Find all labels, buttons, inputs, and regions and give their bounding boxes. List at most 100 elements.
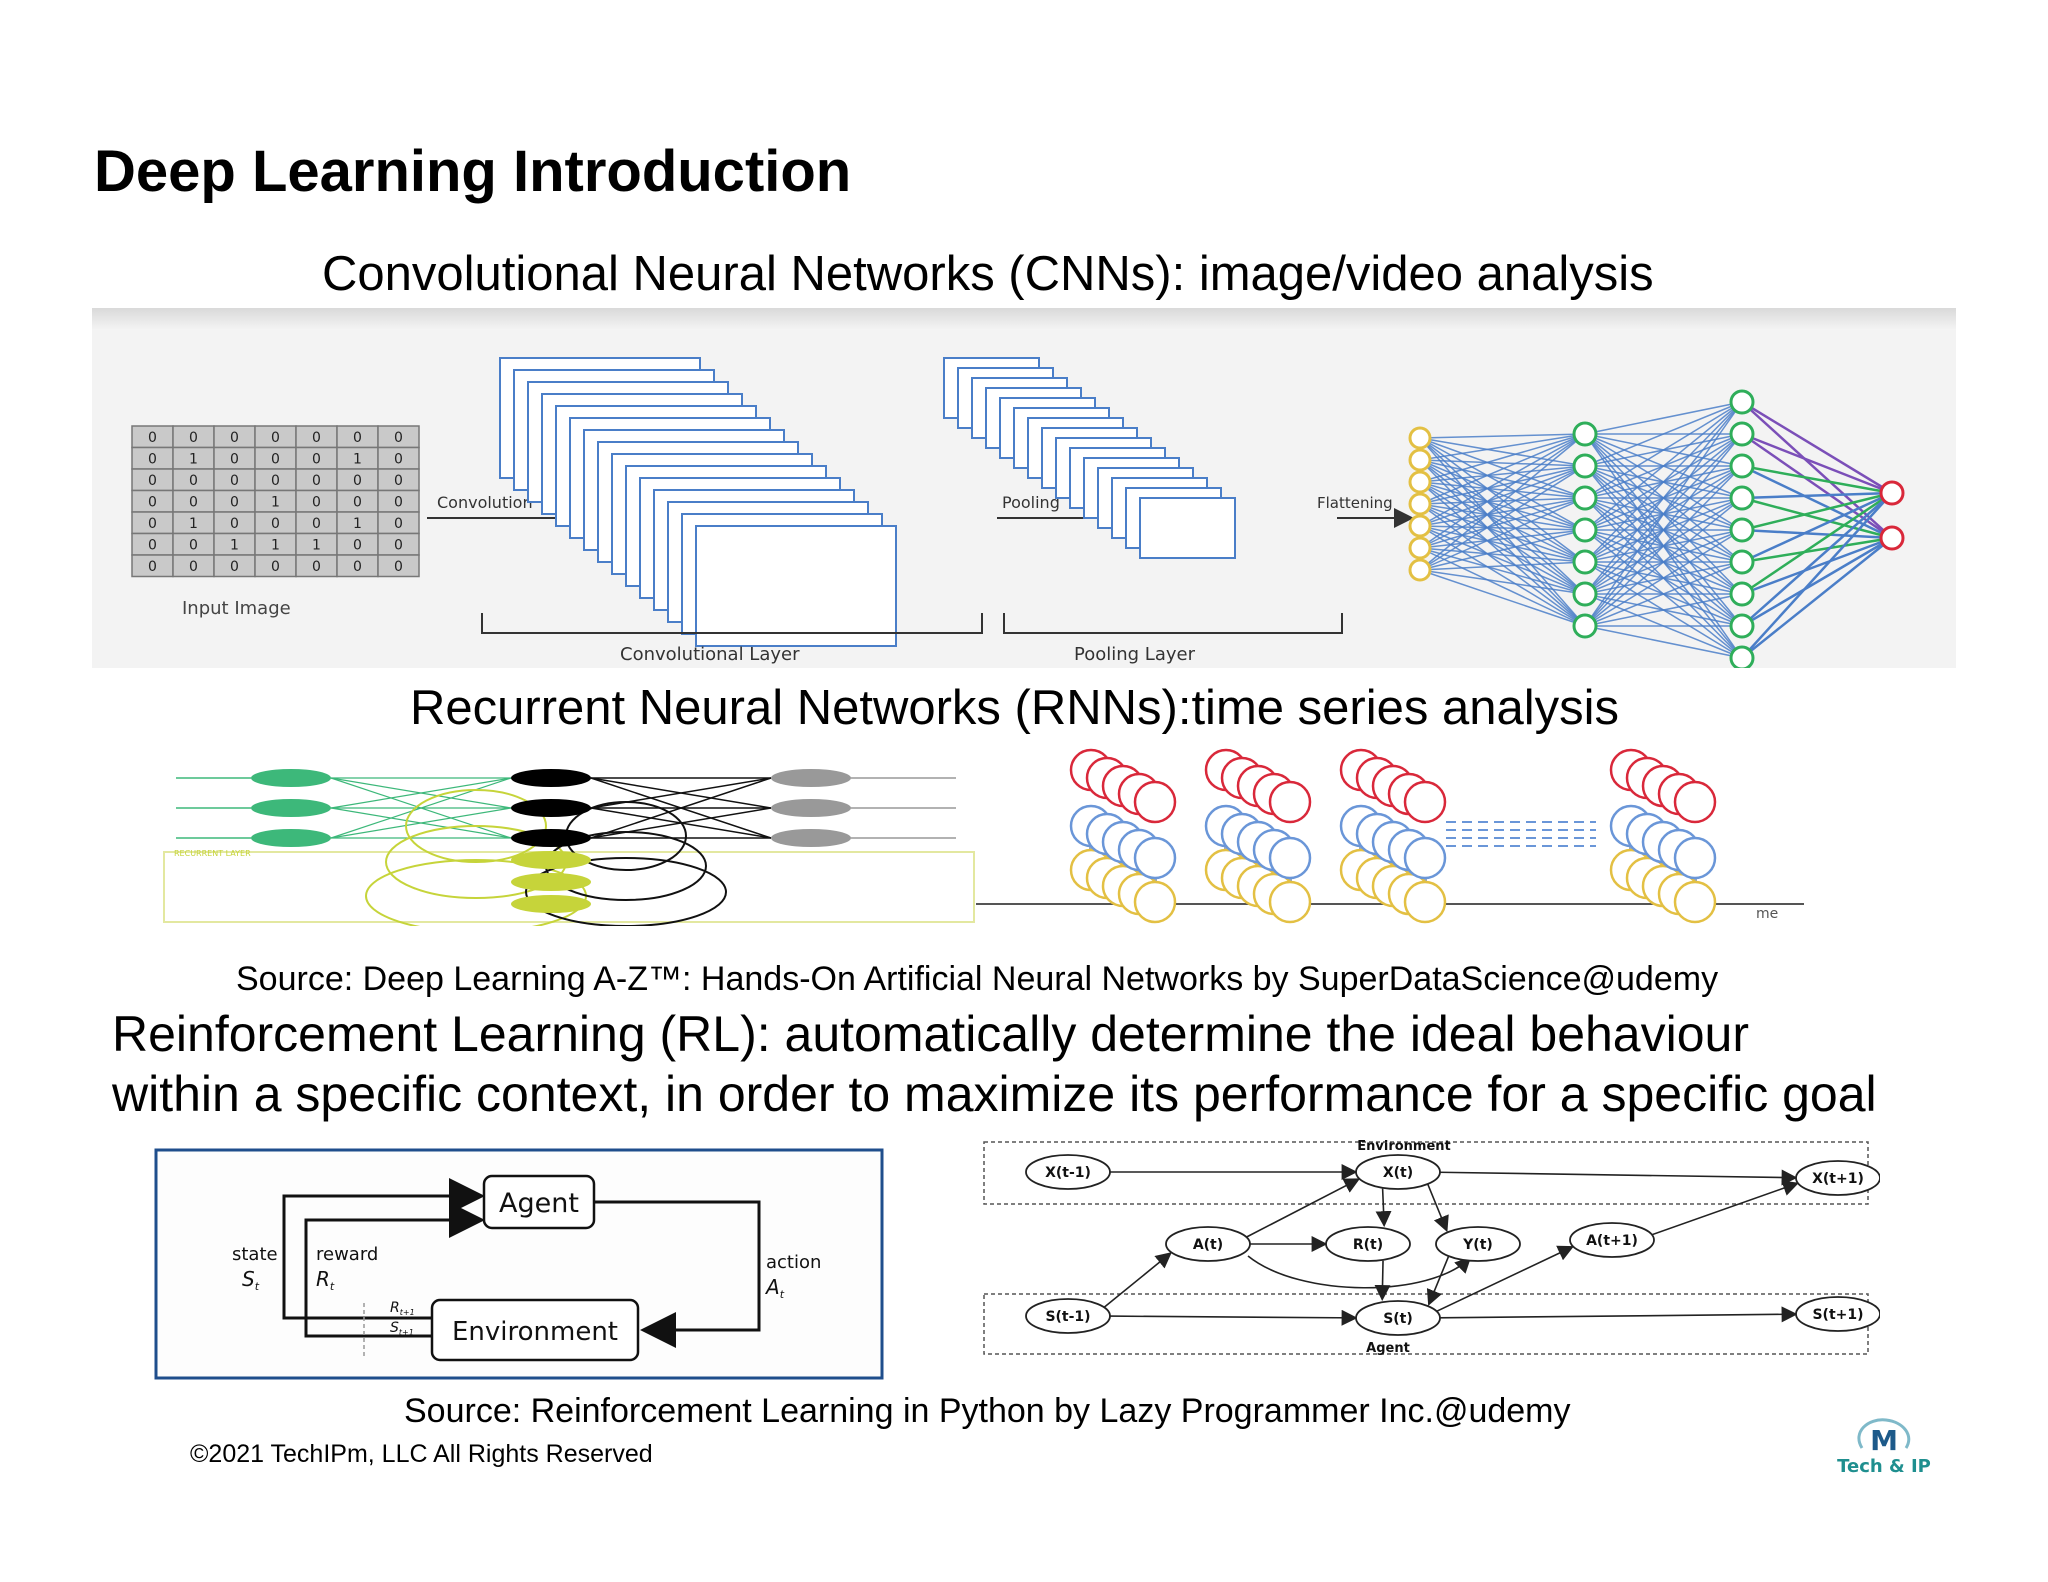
- network-connection: [1584, 465, 1743, 627]
- rnn-diagram-svg: RECURRENT LAYER me: [156, 746, 1816, 926]
- graph-edges: [1103, 1164, 1800, 1326]
- recurrent-node: [511, 829, 591, 847]
- grid-cell-value: 0: [148, 559, 157, 575]
- network-connection: [1741, 464, 1893, 540]
- graph-node-label: X(t-1): [1045, 1165, 1091, 1181]
- grid-cell-value: 0: [271, 430, 280, 446]
- network-connection: [1584, 561, 1743, 627]
- environment-label: Environment: [452, 1317, 618, 1347]
- hidden-neuron: [1729, 453, 1755, 479]
- convolution-feature-maps: [499, 357, 897, 647]
- rnn-input-node: [1403, 880, 1447, 924]
- rl-description: Reinforcement Learning (RL): automatical…: [112, 1004, 2012, 1124]
- graph-node-label: S(t): [1383, 1311, 1413, 1327]
- graph-node: [1795, 1296, 1880, 1332]
- grid-cell-value: 0: [353, 430, 362, 446]
- action-symbol: At: [764, 1275, 785, 1301]
- network-connection: [1419, 459, 1586, 563]
- grid-cell-value: 0: [271, 516, 280, 532]
- network-connection: [1419, 525, 1586, 627]
- network-connection: [1419, 433, 1586, 527]
- graph-edge: [1107, 1309, 1358, 1326]
- network-connection: [1419, 465, 1586, 571]
- network-connection: [1741, 464, 1893, 495]
- grid-cell-value: 0: [394, 495, 403, 511]
- logo-text: Tech & IP: [1837, 1456, 1931, 1477]
- network-connection: [1419, 547, 1586, 595]
- graph-edge: [1245, 1178, 1361, 1239]
- hidden-neuron: [1729, 421, 1755, 447]
- tech-ip-logo: M Tech & IP: [1822, 1412, 1946, 1478]
- input-node: [251, 829, 331, 847]
- rnn-input-node: [1673, 880, 1717, 924]
- network-connection: [1419, 437, 1586, 595]
- grid-cell-value: 0: [148, 430, 157, 446]
- network-connection: [1419, 503, 1586, 595]
- network-connection: [1419, 459, 1586, 499]
- rnn-hidden-node: [1673, 836, 1717, 880]
- graph-edge: [1435, 1245, 1574, 1313]
- network-connection: [1419, 465, 1586, 505]
- network-connection: [1741, 492, 1893, 627]
- network-connection: [1419, 433, 1586, 483]
- input-neuron: [1408, 470, 1432, 494]
- convolution-label: Convolution: [437, 493, 533, 512]
- input-neuron: [1408, 514, 1432, 538]
- rnn-heading: Recurrent Neural Networks (RNNs):time se…: [410, 681, 1619, 735]
- rl-description-line-1: Reinforcement Learning (RL): automatical…: [112, 1006, 1749, 1062]
- hidden-neuron: [1572, 421, 1598, 447]
- conv-layer-bracket: [481, 613, 983, 634]
- graph-node-label: A(t): [1193, 1237, 1223, 1253]
- graph-node: [1569, 1222, 1655, 1258]
- network-connection: [1584, 401, 1743, 531]
- graph-edge: [1247, 1255, 1472, 1289]
- grid-cell-value: 1: [230, 538, 239, 554]
- grid-cell-value: 1: [353, 452, 362, 468]
- grid-cell-value: 0: [353, 473, 362, 489]
- network-connection: [1419, 481, 1586, 627]
- network-connection: [1419, 437, 1586, 531]
- rnn-input-node: [1133, 880, 1177, 924]
- graph-nodes: X(t-1)X(t)X(t+1)A(t)R(t)Y(t)A(t+1)S(t-1)…: [1025, 1154, 1880, 1336]
- network-connection: [1419, 497, 1586, 571]
- grid-cell-value: 0: [148, 473, 157, 489]
- grid-cell-value: 1: [271, 495, 280, 511]
- grid-cell-value: 0: [394, 473, 403, 489]
- hidden-neuron: [1729, 517, 1755, 543]
- grid-cell-value: 0: [271, 559, 280, 575]
- grid-cell-value: 0: [189, 473, 198, 489]
- grid-cell-value: 0: [312, 516, 321, 532]
- network-connection: [1584, 593, 1743, 627]
- rnn-connection: [590, 777, 772, 839]
- graph-node: [1795, 1160, 1880, 1196]
- action-arrow: [594, 1200, 761, 1348]
- network-connection: [1419, 497, 1586, 505]
- graph-node: [1435, 1226, 1521, 1262]
- pooling-layer-bracket: [1003, 613, 1343, 634]
- graph-edge: [1426, 1183, 1449, 1233]
- grid-cell-value: 0: [189, 430, 198, 446]
- rnn-hidden-node: [1403, 836, 1447, 880]
- network-connection: [1584, 625, 1743, 659]
- hidden-neuron: [1729, 645, 1755, 668]
- hidden-neuron: [1572, 549, 1598, 575]
- conv-feature-map: [695, 525, 897, 647]
- grid-cell-value: 0: [230, 559, 239, 575]
- rnn-diagram: RECURRENT LAYER me: [156, 746, 1816, 926]
- network-connection: [1419, 525, 1586, 595]
- grid-cell-value: 0: [271, 473, 280, 489]
- network-connection: [1741, 491, 1893, 500]
- network-connection: [1741, 432, 1893, 495]
- hidden-neuron: [1572, 485, 1598, 511]
- grid-cell-value: 0: [312, 452, 321, 468]
- network-connection: [1584, 401, 1743, 563]
- graph-node: [1355, 1300, 1441, 1336]
- hidden-neuron: [1572, 517, 1598, 543]
- network-connection: [1741, 536, 1893, 564]
- input-neuron: [1408, 492, 1432, 516]
- recurrent-layer-label: RECURRENT LAYER: [174, 849, 251, 858]
- pooled-feature-maps: [943, 357, 1236, 559]
- network-connection: [1584, 529, 1743, 627]
- network-connection: [1419, 465, 1586, 527]
- network-connection: [1419, 433, 1586, 549]
